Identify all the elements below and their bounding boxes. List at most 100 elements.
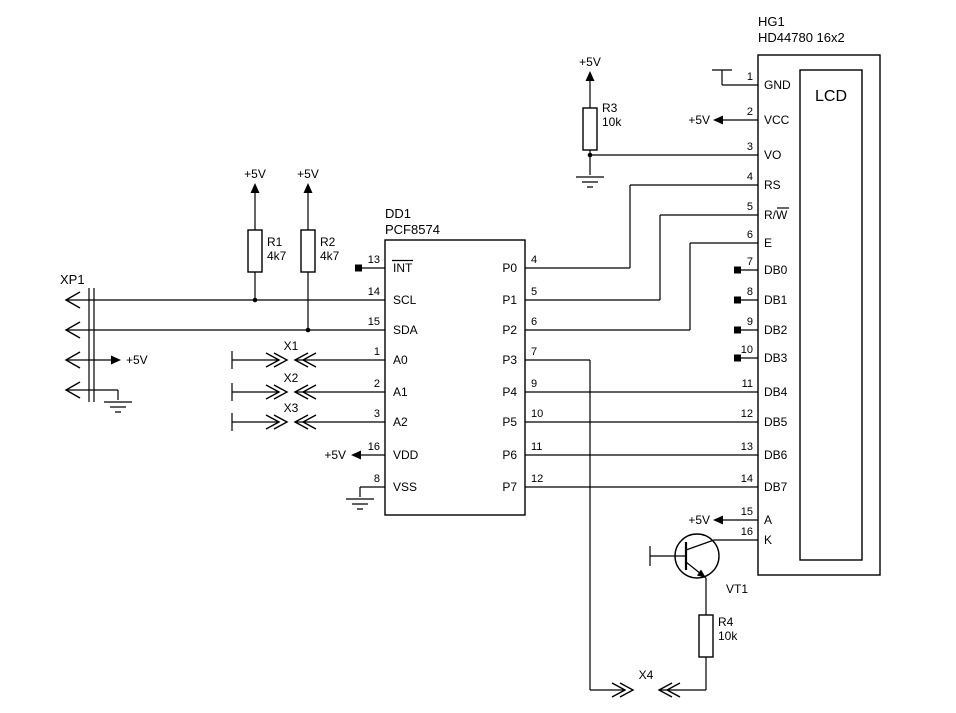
hg1-pin-name-db3: DB3 [764,351,788,365]
resistor-body [300,229,316,273]
junction-dot [252,297,258,303]
resistor-r4: R4 10k [698,614,738,658]
jumper-contact-icon [665,682,681,698]
hg1-pin-name-e: E [764,236,772,250]
transistor-collector-lead [685,539,715,551]
r3-ref-label: R3 [602,101,618,115]
dd1-pin-name-sda: SDA [393,323,418,337]
dd1-pin-number: 5 [531,286,537,298]
jumper-contact-icon [265,352,281,368]
jumper-contact-icon [619,682,635,698]
wire-address-jumpers [231,351,385,431]
arrow-right-icon [111,355,121,365]
hg1-pin-number: 6 [747,229,753,241]
jumper-contact-icon [273,384,289,400]
wire-i2c-bus [66,299,385,400]
r2-value-label: 4k7 [320,249,340,263]
dd1-pin-name-p0: P0 [502,261,517,275]
ground-icon [104,401,132,413]
hg1-pin-name-db2: DB2 [764,323,788,337]
connector-contact-icon [64,381,81,399]
jumper-contact-icon [301,352,317,368]
wire-p3-backlight [525,359,758,691]
jumper-x1: X1 [265,339,317,368]
dd1-pin-name-vdd: VDD [393,448,419,462]
wire-lcd-gnd-pin [712,69,758,86]
plus5v-label: +5V [688,513,710,527]
hg1-pin-name-db0: DB0 [764,263,788,277]
plus5v-label: +5V [297,167,319,181]
jumper-contact-icon [273,352,289,368]
connector-contact-icon [64,321,81,339]
jumper-x2: X2 [265,371,317,400]
wire-pullups [254,80,591,330]
arrow-up-icon [585,71,595,81]
jumper-contact-icon [293,384,309,400]
dd1-pin-number: 16 [368,441,380,453]
ground-icon [346,498,374,510]
jumper-x4: X4 [611,668,681,698]
resistor-body [698,614,714,658]
hg1-pin-name-db1: DB1 [764,293,788,307]
jumper-contact-icon [265,384,281,400]
hg1-pin-name-a: A [764,513,772,527]
hg1-pin-name-gnd: GND [764,78,791,92]
plus5v-label: +5V [244,167,266,181]
dd1-pin-name-a2: A2 [393,415,408,429]
hg1-pin-number: 15 [741,506,753,518]
dd1-pin-name-p3: P3 [502,353,517,367]
dd1-ic: DD1 PCF8574 INT SCL SDA A0 A1 A2 VDD VSS… [355,206,543,516]
hg1-pin-number: 5 [747,201,753,213]
arrow-up-icon [250,183,260,193]
hg1-pin-number: 13 [741,441,753,453]
vt1-transistor: VT1 [674,533,748,596]
hg1-pin-name-db4: DB4 [764,385,788,399]
ground-icon [576,176,604,188]
connector-contact-icon [64,351,81,369]
r4-value-label: 10k [718,629,738,643]
nc-square [734,266,741,274]
dd1-pin-name-p4: P4 [502,385,517,399]
dd1-pin-number: 2 [374,378,380,390]
hg1-pin-name-db7: DB7 [764,480,788,494]
jumper-x3: X3 [265,401,317,430]
hg1-pin-name-db5: DB5 [764,415,788,429]
hg1-pin-name-k: K [764,533,772,547]
dd1-pin-number: 6 [531,316,537,328]
hg1-pin-number: 12 [741,408,753,420]
dd1-part-label: PCF8574 [385,222,440,237]
hg1-pin-number: 4 [747,171,753,183]
dd1-pin-number: 3 [374,408,380,420]
x4-label: X4 [639,668,654,682]
dd1-pin-name-scl: SCL [393,293,417,307]
dd1-pin-number: 4 [531,254,537,266]
vt1-ref-label: VT1 [726,582,748,596]
hg1-lcd: HG1 HD44780 16x2 LCD GND VCC VO RS R/W E… [734,14,881,576]
transistor-body-icon [674,533,720,579]
r2-ref-label: R2 [320,235,336,249]
dd1-pin-name-p5: P5 [502,415,517,429]
x1-label: X1 [284,339,299,353]
jumper-contact-icon [611,682,627,698]
hg1-part-label: HD44780 16x2 [758,30,845,45]
dd1-box [384,239,526,516]
jumper-contact-icon [293,414,309,430]
resistor-r3: R3 10k [582,101,622,151]
hg1-pin-number: 10 [741,344,753,356]
hg1-pin-number: 14 [741,473,753,485]
dd1-pin-name-p2: P2 [502,323,517,337]
hg1-pin-number: 8 [747,286,753,298]
dd1-pin-number: 12 [531,473,543,485]
dd1-pin-name-a0: A0 [393,353,408,367]
dd1-pin-number: 15 [368,316,380,328]
wire-power-pins [358,119,758,521]
wire-vss-ground [359,486,385,497]
jumper-contact-icon [293,352,309,368]
jumper-contact-icon [273,414,289,430]
hg1-pin-name-vo: VO [764,148,781,162]
dd1-ref-label: DD1 [385,206,411,221]
arrow-up-icon [303,183,313,193]
dd1-pin-name-a1: A1 [393,385,408,399]
